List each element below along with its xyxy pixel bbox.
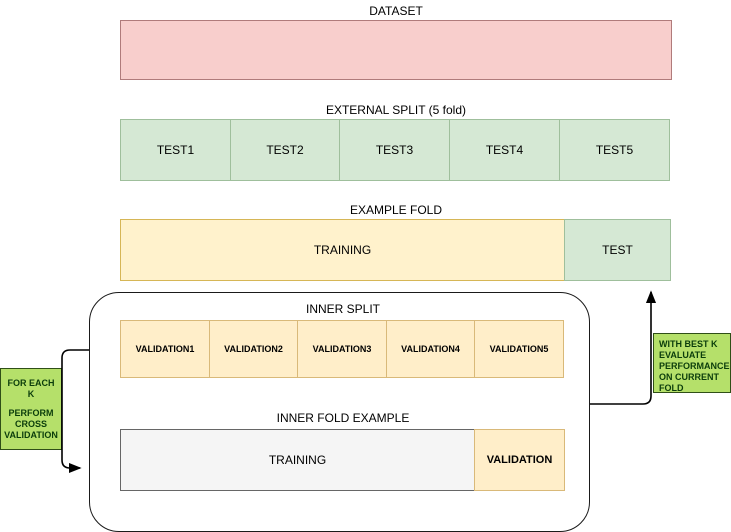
example-fold-training-label: TRAINING: [313, 243, 372, 257]
external-fold-test1[interactable]: TEST1: [120, 119, 231, 181]
note-best-k-line3: PERFORMANCE: [659, 361, 730, 371]
inner-fold-validation1[interactable]: VALIDATION1: [120, 320, 210, 378]
inner-fold-validation2-label: VALIDATION2: [224, 344, 283, 354]
note-for-each-k-line4: CROSS: [14, 418, 47, 429]
inner-fold-training-label: TRAINING: [268, 453, 327, 467]
inner-fold-validation1-label: VALIDATION1: [135, 344, 195, 354]
external-fold-test2[interactable]: TEST2: [230, 119, 340, 181]
note-best-k-line1: WITH BEST K: [659, 339, 718, 349]
note-best-k-line4: ON CURRENT: [659, 372, 719, 382]
external-fold-test3[interactable]: TEST3: [339, 119, 450, 181]
inner-split-caption: INNER SPLIT: [305, 302, 380, 316]
inner-fold-validation3-label: VALIDATION3: [312, 344, 372, 354]
note-for-each-k-line5: VALIDATION: [4, 429, 58, 440]
example-fold-band: TRAINING TEST: [120, 219, 672, 281]
inner-fold-validation5[interactable]: VALIDATION5: [474, 320, 564, 378]
inner-fold-example-band: TRAINING VALIDATION: [120, 429, 566, 491]
inner-fold-validation2[interactable]: VALIDATION2: [209, 320, 298, 378]
left-loop-connector: [61, 349, 89, 474]
note-best-k-line5: FOLD: [659, 383, 684, 393]
inner-fold-training[interactable]: TRAINING: [120, 429, 475, 491]
inner-fold-validation3[interactable]: VALIDATION3: [297, 320, 387, 378]
example-fold-training[interactable]: TRAINING: [120, 219, 565, 281]
external-fold-test2-label: TEST2: [266, 143, 304, 157]
inner-fold-validation[interactable]: VALIDATION: [474, 429, 565, 491]
external-split-caption: EXTERNAL SPLIT (5 fold): [325, 103, 467, 117]
right-up-connector: [590, 290, 657, 405]
external-fold-test4-label: TEST4: [485, 143, 524, 157]
inner-fold-example-caption: INNER FOLD EXAMPLE: [276, 411, 410, 425]
note-for-each-k-line3: PERFORM: [8, 407, 54, 418]
external-fold-test5[interactable]: TEST5: [559, 119, 670, 181]
external-fold-test3-label: TEST3: [375, 143, 414, 157]
note-for-each-k-line2: K: [27, 388, 35, 399]
external-fold-test4[interactable]: TEST4: [449, 119, 560, 181]
note-best-k-line2: EVALUATE: [659, 350, 707, 360]
inner-fold-validation-label: VALIDATION: [486, 454, 553, 466]
note-for-each-k-line1: FOR EACH: [7, 377, 55, 388]
dataset-band: [120, 20, 672, 80]
example-fold-caption: EXAMPLE FOLD: [349, 203, 443, 217]
inner-fold-validation5-label: VALIDATION5: [489, 344, 549, 354]
example-fold-test[interactable]: TEST: [564, 219, 671, 281]
external-fold-test1-label: TEST1: [156, 143, 195, 157]
external-fold-test5-label: TEST5: [595, 143, 634, 157]
example-fold-test-label: TEST: [602, 243, 633, 257]
inner-fold-validation4-label: VALIDATION4: [401, 344, 460, 354]
inner-fold-validation4[interactable]: VALIDATION4: [386, 320, 475, 378]
note-for-each-k: FOR EACH K PERFORM CROSS VALIDATION: [0, 368, 62, 450]
inner-split-band: VALIDATION1 VALIDATION2 VALIDATION3 VALI…: [120, 320, 566, 378]
note-best-k-evaluate: WITH BEST K EVALUATE PERFORMANCE ON CURR…: [653, 333, 731, 393]
dataset-caption: DATASET: [369, 4, 423, 18]
external-split-band: TEST1 TEST2 TEST3 TEST4 TEST5: [120, 119, 672, 181]
